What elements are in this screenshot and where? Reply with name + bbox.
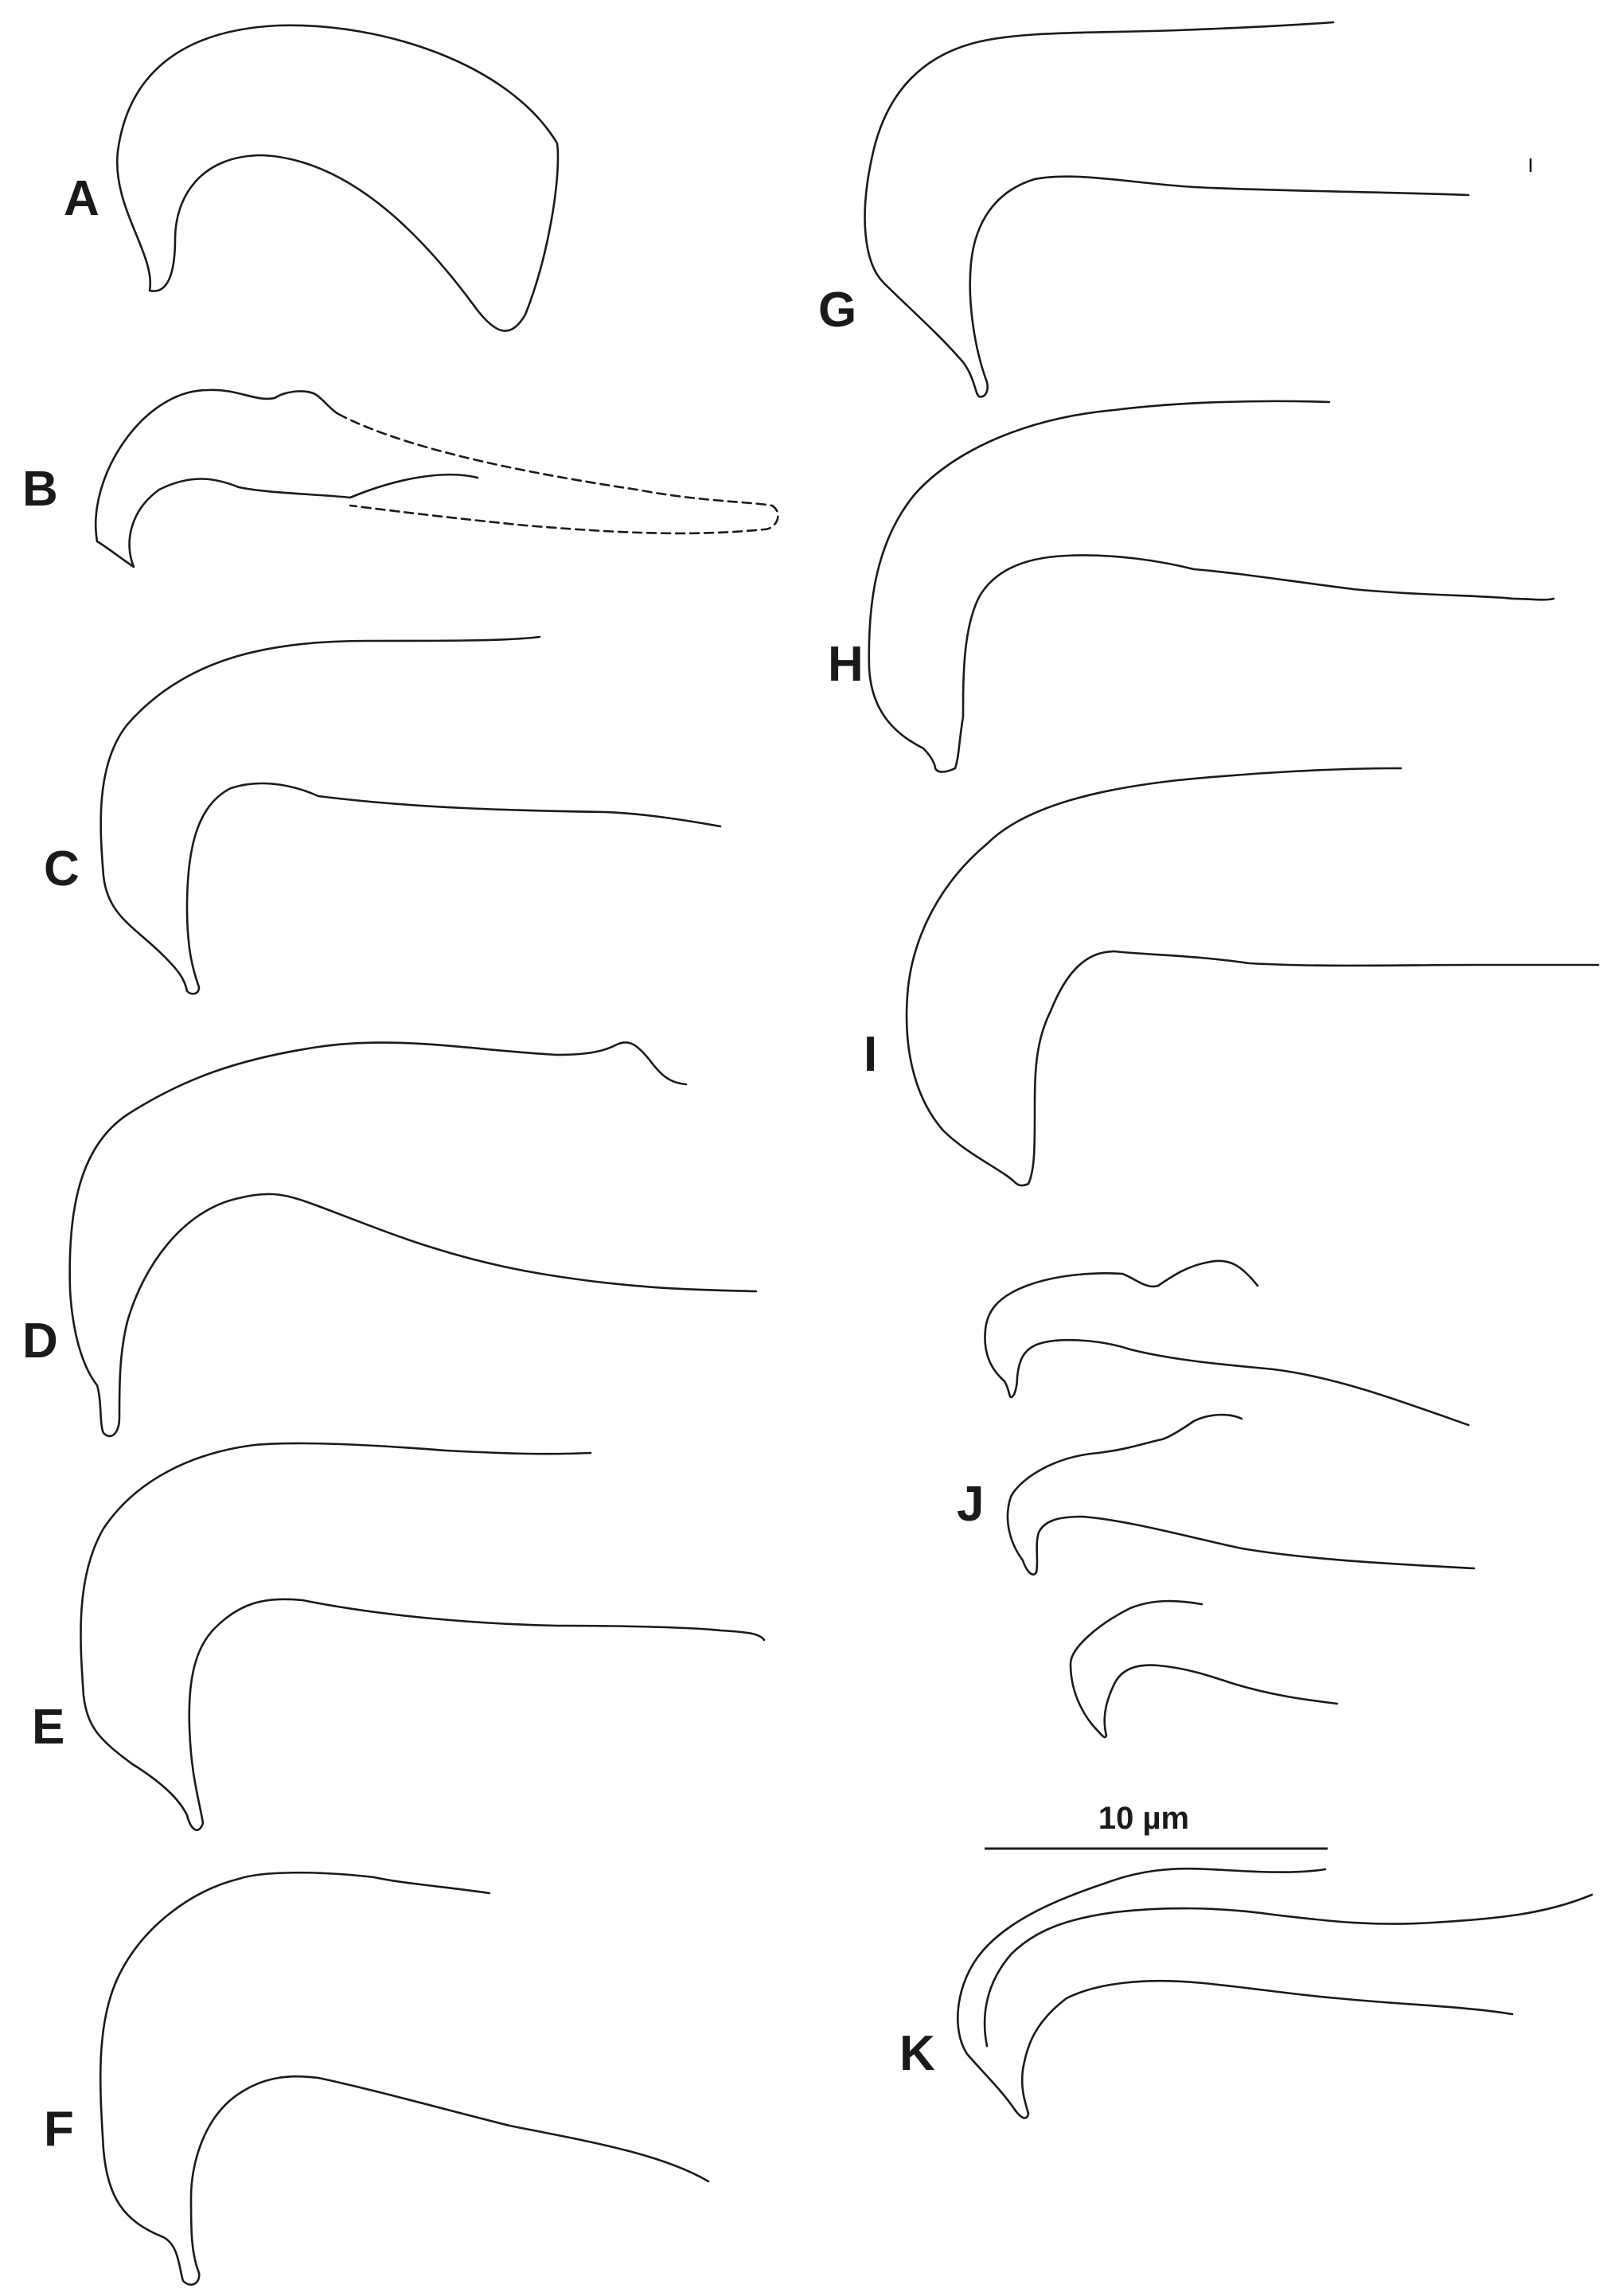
- panel-label-i: I: [864, 1027, 877, 1082]
- panel-label-e: E: [32, 1700, 64, 1755]
- panel-e: E: [32, 1442, 766, 1831]
- panel-label-a: A: [64, 171, 99, 226]
- panel-a: A: [64, 24, 560, 332]
- panel-g: G: [818, 21, 1532, 398]
- hook-outline-g: [864, 21, 1470, 398]
- hook-outline-c: [99, 635, 722, 995]
- hook-outline-h: [868, 400, 1555, 773]
- hook-outline-d: [68, 1041, 758, 1438]
- hook-outline-k-inner: [983, 1893, 1593, 2048]
- panel-i: I: [864, 767, 1600, 1187]
- hook-outline-j-upper: [984, 1259, 1470, 1427]
- hook-outline-k-outer: [957, 1867, 1514, 2119]
- panel-label-h: H: [828, 637, 864, 692]
- hook-outline-b: [95, 389, 479, 568]
- panel-label-b: B: [22, 462, 58, 517]
- panel-label-f: F: [44, 2102, 74, 2157]
- scale-bar-label: 10 µm: [1098, 1801, 1189, 1836]
- panel-label-j: J: [957, 1477, 984, 1532]
- panel-label-d: D: [22, 1314, 58, 1369]
- panel-h: H: [828, 400, 1555, 773]
- hook-outline-f: [99, 1871, 710, 2286]
- panel-c: C: [44, 635, 722, 995]
- panel-label-k: K: [899, 2026, 935, 2081]
- panel-label-g: G: [818, 283, 856, 338]
- panel-label-c: C: [44, 841, 80, 896]
- panel-d: D: [22, 1041, 758, 1438]
- hook-outline-a: [115, 24, 560, 332]
- hook-outline-j-lower: [1069, 1599, 1339, 1739]
- hook-outline-e: [80, 1442, 766, 1831]
- hook-outline-i: [905, 767, 1600, 1187]
- panel-b: B: [22, 389, 779, 568]
- hook-outline-b-dashed: [337, 412, 779, 535]
- panel-f: F: [44, 1871, 710, 2286]
- panel-j: J: [957, 1259, 1476, 1739]
- hook-outline-j-middle: [1006, 1413, 1476, 1576]
- panel-k: K: [899, 1867, 1593, 2119]
- scale-bar: 10 µm: [985, 1801, 1328, 1850]
